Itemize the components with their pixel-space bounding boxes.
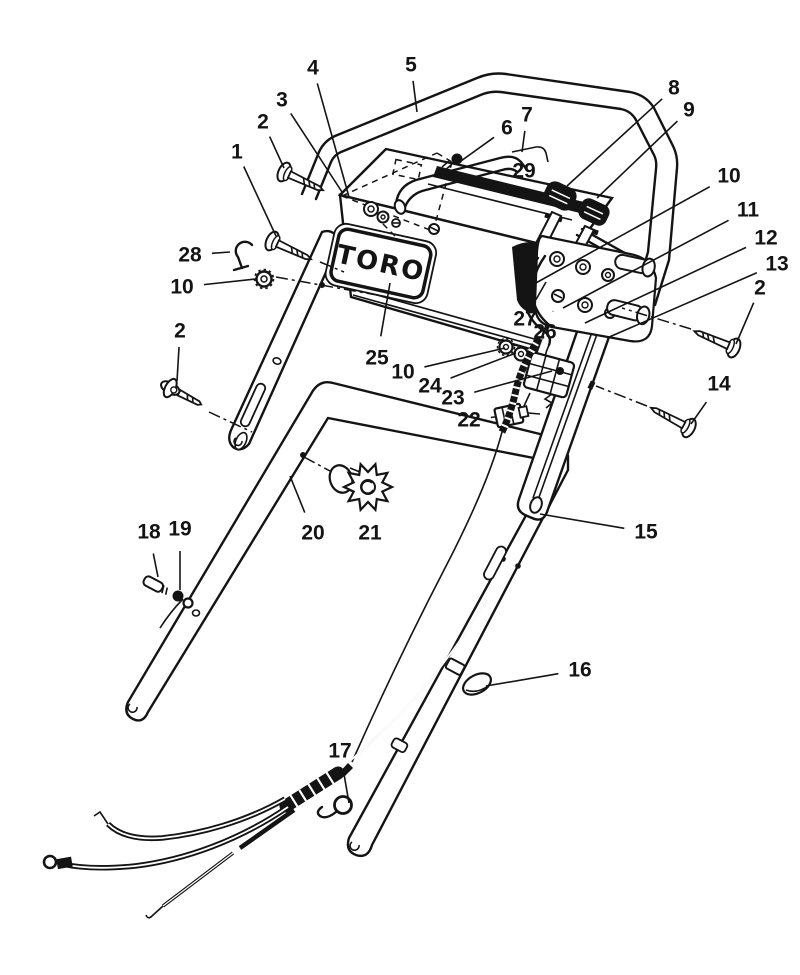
- switch-housing-23: [522, 351, 576, 415]
- callout-number-18-part-18: 18: [137, 521, 161, 544]
- screw-2-right: [692, 330, 742, 359]
- callout-number-27-part-26: 26: [533, 321, 556, 344]
- callout-number-12-part-13: 13: [765, 253, 788, 276]
- upper-handle-left-leg: [228, 229, 342, 451]
- screw-2-top-left: [276, 161, 325, 192]
- callout-number-4-part-5: 5: [405, 54, 417, 77]
- callout-leader-26-part-25: [379, 282, 391, 337]
- callout-number-30-part-10: 10: [170, 276, 193, 299]
- cable-assembly: [42, 599, 487, 919]
- callout-number-13-part-2: 2: [754, 277, 766, 300]
- callout-leader-28-part-27: [535, 281, 547, 301]
- callout-leader-2-part-3: [290, 112, 343, 193]
- callout-number-2-part-3: 3: [276, 89, 288, 112]
- callout-leader-20-part-20: [289, 475, 306, 513]
- mechanism-bracket: [521, 234, 658, 409]
- callout-leader-4-part-5: [412, 80, 418, 113]
- panel-screws: [363, 153, 463, 235]
- callout-leader-14-part-14: [690, 401, 708, 425]
- callout-number-28-part-27: 27: [513, 308, 536, 331]
- callout-number-15-part-15: 15: [634, 521, 658, 544]
- callout-number-20-part-20: 20: [301, 522, 324, 545]
- callout-leader-9-part-10: [533, 185, 711, 285]
- alignment-lines: [208, 261, 692, 472]
- callout-leader-10-part-11: [562, 219, 729, 309]
- callout-leader-1-part-2: [268, 136, 285, 169]
- callout-number-0-part-1: 1: [231, 141, 243, 164]
- cable-clip-16: [444, 657, 493, 696]
- callout-number-26-part-25: 25: [365, 347, 389, 370]
- callout-leader-12-part-13: [606, 272, 758, 339]
- callout-leader-6-part-7: [521, 130, 526, 153]
- callout-leader-32-part-2: [176, 346, 180, 382]
- callout-leader-30-part-10: [203, 278, 257, 286]
- callout-number-32-part-2: 2: [174, 320, 186, 343]
- callout-leader-15-part-15: [539, 513, 625, 530]
- cable-lower: [42, 804, 290, 871]
- spacer-18-nut-19: [142, 575, 194, 609]
- callout-number-21-part-21: 21: [358, 522, 382, 545]
- callout-number-31-part-29: 29: [512, 160, 535, 183]
- toro-badge: TORO: [324, 222, 438, 305]
- callout-leader-24-part-24: [450, 352, 517, 379]
- ring-clip-17: [316, 795, 353, 819]
- control-panel: TORO: [324, 147, 615, 353]
- callout-number-19-part-19: 19: [168, 518, 191, 541]
- interlock-arm-26: [531, 254, 554, 329]
- callout-number-11-part-12: 12: [754, 227, 777, 250]
- cable-eyelet: [42, 854, 58, 870]
- callout-leader-17-part-17: [342, 772, 350, 804]
- callout-number-16-part-16: 16: [568, 659, 591, 682]
- cable-window-slot: [483, 545, 507, 581]
- callout-leader-5-part-6: [460, 136, 495, 162]
- callout-leader-7-part-8: [566, 98, 663, 187]
- cable-rod: [145, 808, 296, 919]
- callout-leader-8-part-9: [596, 120, 678, 199]
- callout-leader-23-part-23: [474, 370, 553, 393]
- callout-leader-16-part-16: [485, 672, 559, 687]
- locknut-10-left: [253, 268, 275, 290]
- screw-14: [649, 406, 697, 439]
- callout-number-9-part-10: 10: [717, 165, 740, 188]
- callout-leader-13-part-2: [735, 302, 755, 345]
- callout-leader-31-part-29: [514, 191, 518, 197]
- callout-number-24-part-24: 24: [418, 375, 442, 398]
- callout-leader-25-part-10: [424, 347, 506, 368]
- callout-number-8-part-9: 9: [683, 99, 695, 122]
- lever-knob-right: [578, 198, 610, 226]
- lever-knob-left: [543, 181, 577, 211]
- cable-tab: [390, 737, 409, 754]
- callout-number-17-part-17: 17: [328, 740, 351, 763]
- lower-handle: [125, 380, 570, 858]
- screw-1: [264, 230, 313, 261]
- callout-number-5-part-6: 6: [501, 117, 513, 140]
- callout-number-22-part-22: 22: [457, 409, 480, 432]
- callout-number-29-part-28: 28: [178, 244, 202, 267]
- height-adjust-knob-21: [328, 461, 395, 513]
- wing-screw-2-mid: [160, 377, 203, 406]
- callout-number-25-part-10: 10: [391, 361, 414, 384]
- callout-number-6-part-7: 7: [521, 104, 533, 127]
- callout-number-3-part-4: 4: [307, 57, 319, 80]
- callout-leader-3-part-4: [316, 83, 350, 198]
- callout-leader-11-part-12: [584, 246, 747, 324]
- callout-leader-29-part-28: [211, 251, 231, 255]
- screw-6: [441, 153, 463, 172]
- cable-upper: [93, 796, 287, 842]
- hook-clip-28: [232, 240, 254, 272]
- callout-number-10-part-11: 11: [737, 199, 760, 222]
- wire-harness: [351, 334, 544, 763]
- callout-leader-18-part-18: [152, 553, 159, 578]
- callout-number-14-part-14: 14: [707, 373, 731, 396]
- callout-number-7-part-8: 8: [668, 77, 680, 100]
- callout-leader-0-part-1: [243, 166, 277, 237]
- control-bar-7: [393, 146, 549, 215]
- callout-number-1-part-2: 2: [257, 111, 269, 134]
- callout-number-23-part-23: 23: [441, 387, 464, 410]
- interlock-arm-27: [521, 256, 552, 347]
